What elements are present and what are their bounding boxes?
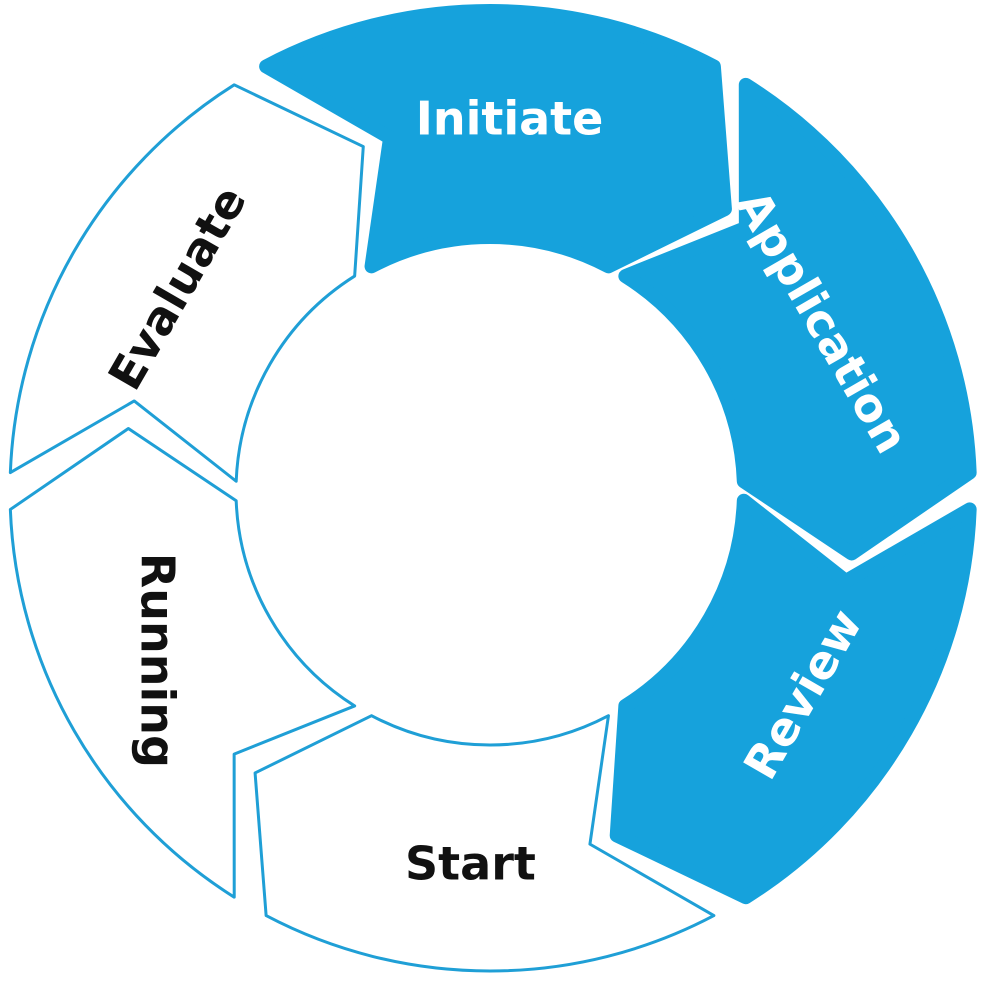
segment-evaluate: Evaluate: [8, 83, 365, 483]
segment-review: Review: [609, 493, 977, 905]
segment-start-label: Start: [405, 836, 536, 890]
segment-running-label: Running: [131, 553, 185, 768]
segment-initiate-label: Initiate: [416, 92, 604, 146]
segment-application-shape: [618, 77, 977, 561]
segment-start: Start: [253, 714, 716, 973]
segment-evaluate-shape: [8, 83, 365, 483]
segment-running: Running: [8, 427, 357, 899]
segment-review-shape: [609, 493, 977, 905]
segment-initiate: Initiate: [259, 3, 732, 274]
segment-initiate-shape: [259, 3, 732, 274]
segment-application: Application: [618, 77, 977, 561]
segment-start-shape: [253, 714, 716, 973]
segment-running-shape: [8, 427, 357, 899]
